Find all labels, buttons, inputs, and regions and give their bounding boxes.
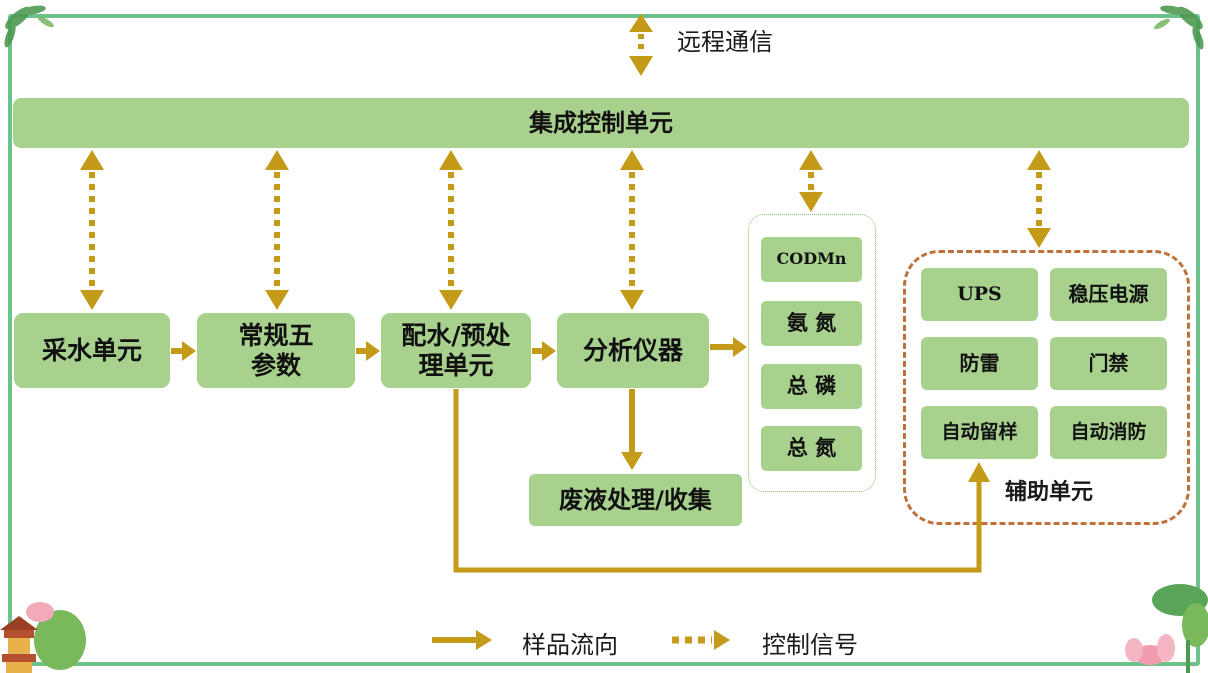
page-frame bbox=[8, 14, 1200, 666]
control-unit-bar: 集成控制单元 bbox=[13, 98, 1189, 148]
analyte-label: 氨 氮 bbox=[786, 311, 837, 336]
sample-flow-arrow bbox=[710, 337, 747, 357]
pretreat-unit-label: 配水/预处理单元 bbox=[401, 321, 511, 380]
sample-flow-arrow bbox=[621, 389, 643, 470]
aux-item-label: 门禁 bbox=[1088, 350, 1129, 375]
aux-item-label: 自动留样 bbox=[941, 421, 1018, 444]
five-params-label: 常规五参数 bbox=[238, 321, 314, 380]
sample-flow-arrow bbox=[532, 341, 556, 361]
analyte-box: 氨 氮 bbox=[761, 301, 862, 346]
analytes-container bbox=[748, 214, 876, 492]
sample-retention-arrow bbox=[453, 389, 990, 573]
aux-item-box: 门禁 bbox=[1050, 337, 1167, 390]
control-unit-label: 集成控制单元 bbox=[529, 108, 673, 137]
remote-comm-arrow bbox=[629, 14, 653, 76]
five-params-box: 常规五参数 bbox=[197, 313, 355, 388]
sample-flow-arrow bbox=[356, 341, 380, 361]
sample-flow-arrow bbox=[171, 341, 196, 361]
remote-comm-label: 远程通信 bbox=[677, 28, 773, 56]
analyte-label: CODMn bbox=[776, 249, 847, 269]
auxiliary-container bbox=[903, 250, 1190, 525]
auxiliary-title: 辅助单元 bbox=[1005, 480, 1094, 505]
waste-box: 废液处理/收集 bbox=[529, 474, 742, 526]
legend-control-signal-label: 控制信号 bbox=[762, 631, 858, 659]
top-left-leaves-icon bbox=[4, 5, 54, 48]
aux-item-label: UPS bbox=[957, 283, 1002, 306]
analyzer-box: 分析仪器 bbox=[557, 313, 709, 388]
legend-sample-flow-label: 样品流向 bbox=[522, 631, 618, 659]
sampling-unit-label: 采水单元 bbox=[41, 335, 142, 365]
waste-label: 废液处理/收集 bbox=[559, 485, 712, 514]
aux-item-box: 防雷 bbox=[921, 337, 1038, 390]
aux-item-box: 自动消防 bbox=[1050, 406, 1167, 459]
aux-item-label: 防雷 bbox=[959, 350, 1000, 375]
analyte-label: 总 氮 bbox=[786, 436, 837, 461]
analyte-box: 总 氮 bbox=[761, 426, 862, 471]
aux-item-box: 稳压电源 bbox=[1050, 268, 1167, 321]
control-signal-arrow bbox=[1027, 150, 1051, 248]
sampling-unit-box: 采水单元 bbox=[14, 313, 170, 388]
legend-sample-flow-icon bbox=[432, 630, 492, 650]
control-signal-arrow bbox=[799, 150, 823, 212]
legend-control-signal-icon bbox=[672, 630, 730, 650]
pretreat-unit-box: 配水/预处理单元 bbox=[381, 313, 531, 388]
analyte-box: CODMn bbox=[761, 237, 862, 282]
analyte-box: 总 磷 bbox=[761, 364, 862, 409]
control-signal-arrow bbox=[620, 150, 644, 310]
bottom-right-lotus-icon bbox=[1125, 584, 1208, 673]
aux-item-box: 自动留样 bbox=[921, 406, 1038, 459]
analyzer-label: 分析仪器 bbox=[582, 335, 683, 365]
control-signal-arrow bbox=[265, 150, 289, 310]
aux-item-box: UPS bbox=[921, 268, 1038, 321]
control-signal-arrow bbox=[439, 150, 463, 310]
control-signal-arrow bbox=[80, 150, 104, 310]
analyte-label: 总 磷 bbox=[786, 374, 837, 399]
top-right-leaves-icon bbox=[1154, 5, 1204, 50]
aux-item-label: 稳压电源 bbox=[1068, 281, 1149, 306]
bottom-left-pagoda-icon bbox=[0, 602, 86, 673]
aux-item-label: 自动消防 bbox=[1070, 421, 1147, 444]
